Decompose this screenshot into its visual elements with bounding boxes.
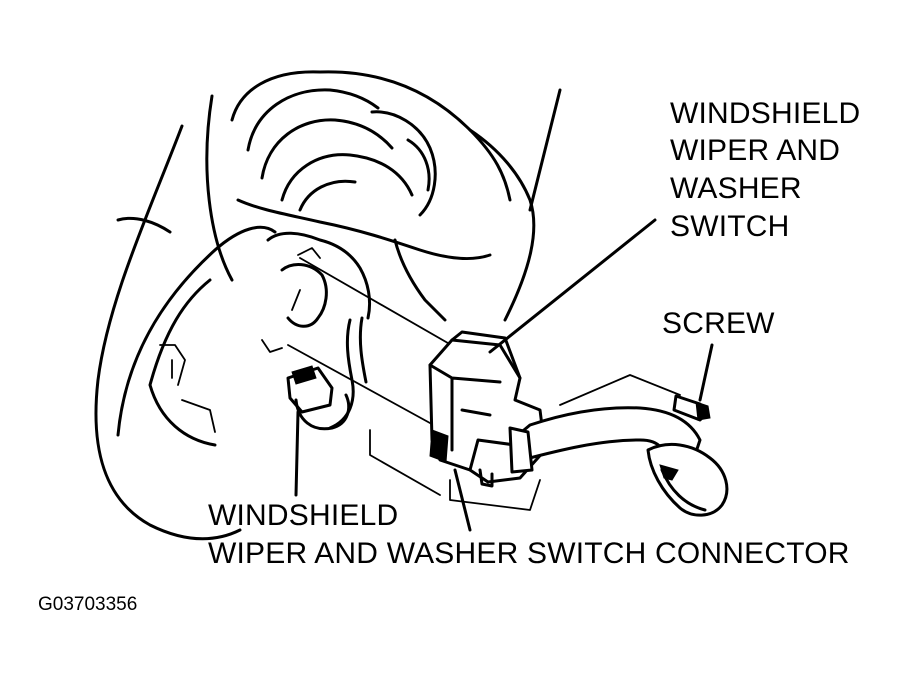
leader-connector [294, 410, 300, 497]
wiper-lever-base [508, 426, 534, 474]
column-switch-mount [266, 231, 372, 320]
steering-wheel-spoke-detail [159, 344, 216, 433]
mount-clip-detail [261, 247, 321, 353]
steering-wheel-rim [94, 124, 242, 541]
connector-tab [291, 365, 317, 385]
wiper-switch-top [450, 330, 522, 380]
cluster-ring-4 [298, 179, 357, 212]
cluster-barrel [370, 110, 437, 217]
steering-wheel-spoke [148, 278, 217, 447]
cluster-ring-2 [260, 118, 394, 180]
wiper-lever-knob-stripe [659, 464, 679, 481]
cluster-ring-3 [280, 153, 414, 202]
connector-label-line1: WINDSHIELD [208, 499, 399, 532]
bracket-lines [369, 429, 541, 511]
harness-wire-2 [358, 316, 368, 384]
cluster-hood [230, 70, 512, 202]
switch-label-line4: SWITCH [670, 210, 790, 243]
leader-screw [698, 343, 714, 402]
column-shroud-right [528, 88, 562, 212]
switch-label-line1: WINDSHIELD [670, 97, 861, 130]
leader-connector-2 [453, 468, 472, 532]
figure-id: G03703356 [38, 594, 138, 615]
alignment-line-upper [299, 257, 461, 351]
connector-boot [294, 393, 351, 431]
alignment-line-screw [559, 374, 681, 406]
mount-clip [280, 263, 328, 328]
connector-label-line2: WIPER AND WASHER SWITCH CONNECTOR [208, 537, 850, 570]
steering-hub-left [116, 216, 172, 234]
wiper-switch-face [428, 363, 517, 472]
switch-label-line2: WIPER AND [670, 134, 841, 167]
wiper-switch-foot [478, 468, 494, 488]
steering-wheel-hub [116, 225, 277, 437]
leader-switch [488, 218, 657, 354]
column-shroud [468, 128, 536, 322]
screw-head [695, 401, 711, 421]
wiper-lever-knob [646, 443, 729, 517]
cluster-lower-edge [236, 198, 492, 261]
switch-label-line3: WASHER [670, 172, 802, 205]
cluster-ring-1 [246, 88, 380, 152]
steering-wheel-rim-inner [205, 94, 234, 282]
screw-label: SCREW [662, 307, 775, 340]
wiper-switch-notch [429, 429, 449, 463]
column-lower [393, 238, 447, 322]
